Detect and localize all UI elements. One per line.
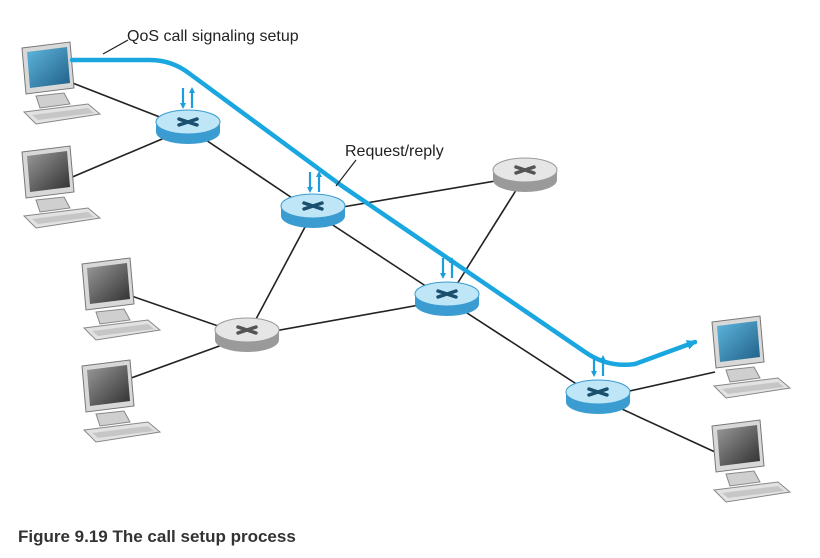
host-right-1 <box>711 315 792 399</box>
up-down-arrows-icon <box>440 257 455 279</box>
figure-caption: Figure 9.19 The call setup process <box>18 527 296 546</box>
host-left-2 <box>21 145 102 229</box>
link <box>446 175 526 301</box>
host-left-3 <box>81 257 162 341</box>
router-blue-3 <box>414 281 480 316</box>
up-down-arrows-icon <box>307 171 322 193</box>
host-right-2 <box>711 419 792 503</box>
router-blue-1 <box>155 109 221 144</box>
router-gray-left <box>214 317 280 352</box>
request-reply-label: Request/reply <box>345 143 444 160</box>
link <box>246 211 314 337</box>
router-blue-2 <box>280 193 346 228</box>
router-blue-4 <box>565 379 631 414</box>
link <box>246 299 448 337</box>
up-down-arrows-icon <box>180 87 195 109</box>
link <box>312 175 526 213</box>
up-down-arrows-icon <box>591 355 606 377</box>
signaling-path <box>69 57 698 367</box>
call-setup-diagram: QoS call signaling setup Request/reply <box>21 28 792 503</box>
signaling-label: QoS call signaling setup <box>127 28 299 45</box>
host-left-4 <box>81 359 162 443</box>
host-top-left <box>21 41 102 125</box>
signaling-leader-line <box>102 39 129 55</box>
router-gray-top-right <box>492 157 558 192</box>
request-reply-leader-line <box>335 159 357 187</box>
link <box>446 299 599 399</box>
